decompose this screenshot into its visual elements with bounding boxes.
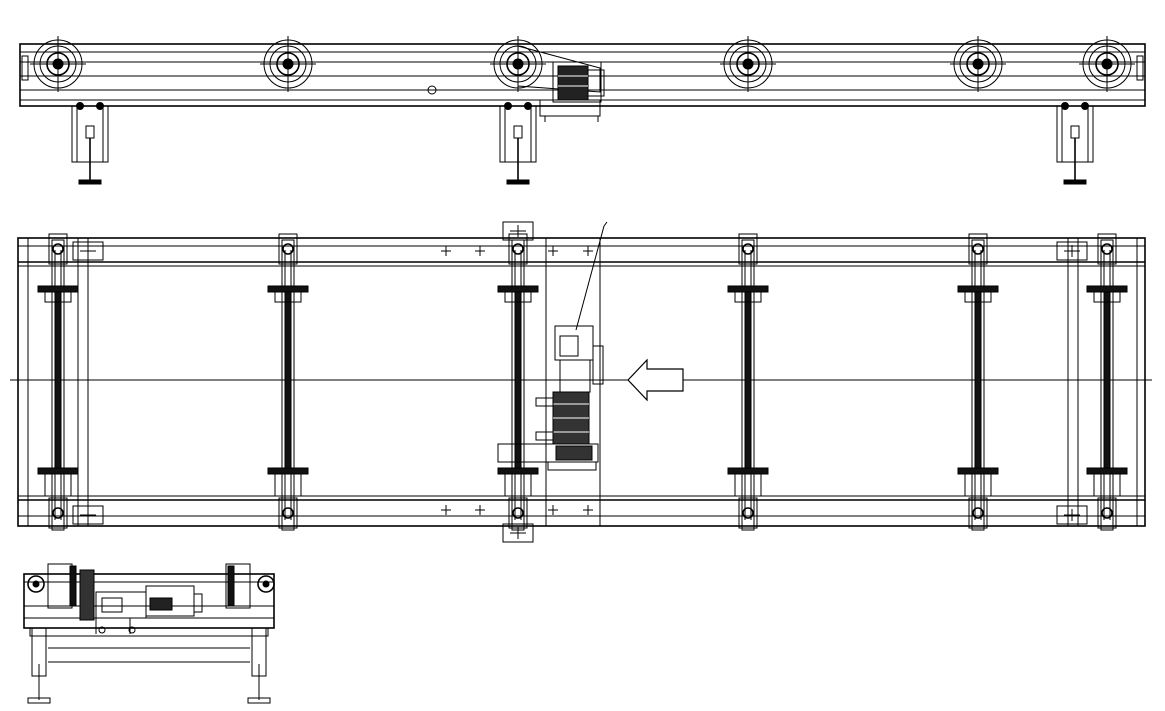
bolt-mark <box>475 246 485 256</box>
plan-frame <box>10 237 1152 527</box>
side-support-leg <box>71 102 109 185</box>
bolt-mark <box>441 505 451 515</box>
bolt-mark <box>441 246 451 256</box>
side-roller <box>950 36 1006 92</box>
plan-rollers <box>37 233 1128 531</box>
side-roller <box>260 36 316 92</box>
side-rollers <box>30 36 1135 92</box>
side-elevation-view <box>19 36 1146 185</box>
bolt-mark <box>583 505 593 515</box>
plan-bolt-marks <box>441 246 593 515</box>
end-elevation-view <box>23 563 275 704</box>
side-roller <box>1079 36 1135 92</box>
side-support-leg <box>499 102 537 185</box>
plan-bracket <box>502 221 534 241</box>
plan-bracket <box>502 523 534 543</box>
plan-roller <box>267 233 309 531</box>
plan-view <box>10 221 1152 543</box>
plan-roller <box>1086 233 1128 531</box>
side-roller <box>30 36 86 92</box>
plan-bracket <box>1056 505 1088 525</box>
bolt-mark <box>583 246 593 256</box>
bolt-mark <box>548 505 558 515</box>
bolt-mark <box>475 505 485 515</box>
plan-drive-unit <box>497 221 608 471</box>
plan-roller <box>497 233 539 531</box>
bolt-mark <box>548 246 558 256</box>
plan-roller <box>37 233 79 531</box>
side-roller <box>720 36 776 92</box>
side-support-leg <box>1056 102 1094 185</box>
plan-end-brackets <box>72 221 1088 543</box>
plan-bracket <box>72 241 104 261</box>
plan-roller <box>957 233 999 531</box>
plan-bracket <box>1056 241 1088 261</box>
side-supports <box>71 102 1094 185</box>
plan-bracket <box>72 505 104 525</box>
plan-roller <box>727 233 769 531</box>
side-drive-unit <box>517 45 605 122</box>
flow-direction-arrow <box>627 358 684 402</box>
